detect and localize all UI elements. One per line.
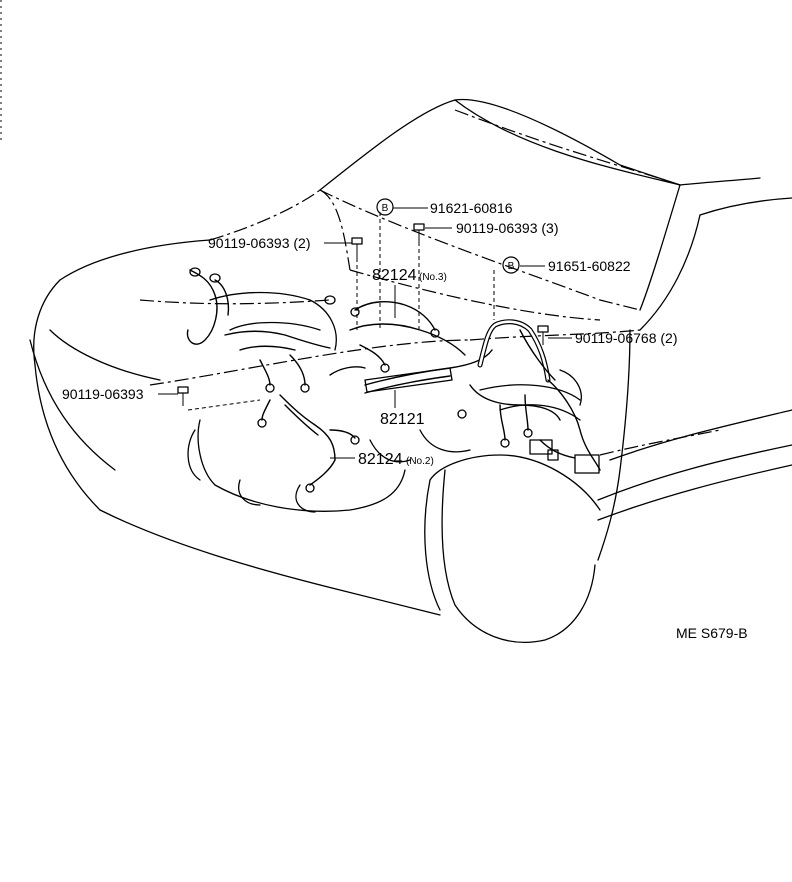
part-label-90119-06393-2: 90119-06393 (2) <box>208 235 310 251</box>
hood-phantom-lines <box>139 109 721 456</box>
bolt-icon <box>537 325 549 345</box>
part-label-82121: 82121 <box>380 411 425 428</box>
part-labels: 91621-60816 90119-06393 (3) 90119-06393 … <box>62 200 677 468</box>
part-label-91621-60816: 91621-60816 <box>430 200 513 216</box>
figure-code: ME S679-B <box>676 625 748 641</box>
part-label-90119-06768-2: 90119-06768 (2) <box>575 330 677 346</box>
wire-harness <box>186 267 601 493</box>
marker-letter: B <box>508 261 515 272</box>
marker-letter: B <box>382 203 389 214</box>
part-suffix: (No.2) <box>406 456 434 467</box>
part-suffix: (No.3) <box>419 272 447 283</box>
circled-b-marker-top: B <box>376 198 394 216</box>
part-label-90119-06393: 90119-06393 <box>62 386 144 402</box>
circled-b-marker-right: B <box>502 256 520 274</box>
bolt-icon <box>351 237 363 258</box>
fasteners <box>177 223 549 406</box>
engine-block <box>187 291 582 513</box>
part-label-91651-60822: 91651-60822 <box>548 258 631 274</box>
bolt-icon <box>413 223 425 242</box>
car-body-outline <box>29 98 792 643</box>
leader-lines <box>158 207 572 459</box>
part-label-82124-no3: 82124 (No.3) <box>372 267 447 284</box>
bolt-icon <box>177 386 189 406</box>
part-label-82124-no2: 82124 (No.2) <box>358 451 434 468</box>
part-number: 82124 <box>358 451 403 468</box>
part-label-90119-06393-3: 90119-06393 (3) <box>456 220 558 236</box>
part-number: 82124 <box>372 267 417 284</box>
